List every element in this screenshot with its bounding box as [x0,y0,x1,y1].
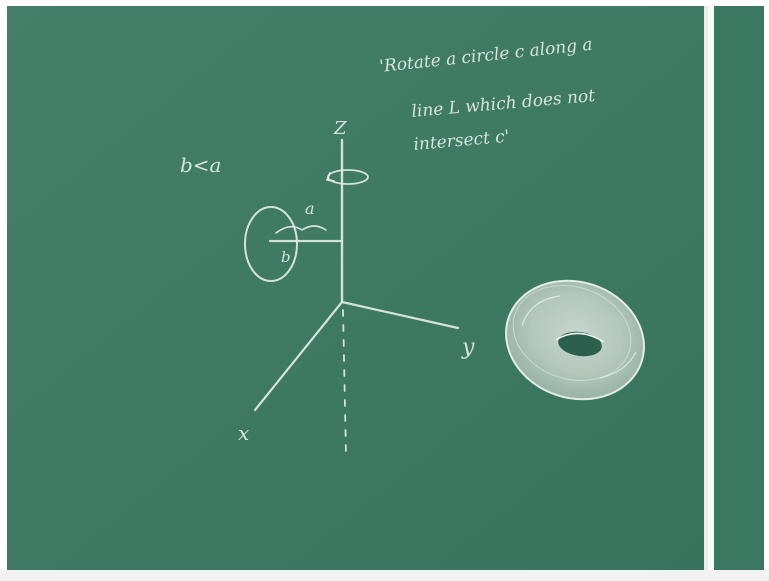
board-divider-shadow [708,6,714,572]
radius-b-label: b [281,248,291,266]
chalkboard-right-panel [714,6,764,572]
board-divider [704,6,708,572]
y-axis-label: y [461,335,475,360]
rotation-arrowhead [326,172,335,182]
bottom-frame [0,570,769,581]
condition-label: b<a [180,153,221,177]
x-axis [253,300,344,412]
torus-drawing [505,279,645,401]
z-axis-dashed-extension [342,309,347,456]
generating-circle [244,206,298,282]
radius-a-brace [275,225,327,234]
y-axis [340,300,460,330]
z-axis-label: Z [333,118,347,139]
x-axis-label: x [238,421,249,445]
radius-a-label: a [305,199,315,218]
